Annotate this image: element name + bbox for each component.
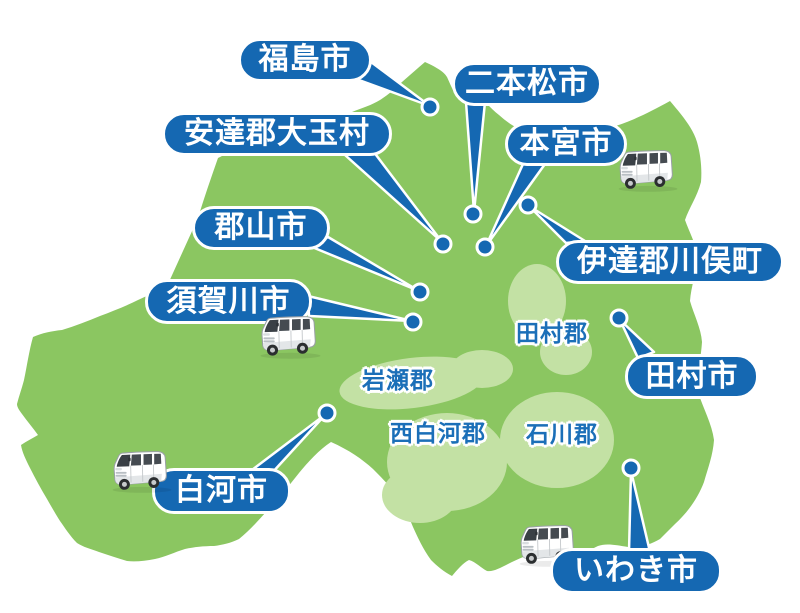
city-bubble-fukushima[interactable]: 福島市 [238, 38, 372, 82]
dot-tamura [609, 308, 629, 328]
dot-fukushima [420, 97, 440, 117]
delivery-van-icon [614, 147, 688, 194]
dot-sukagawa [403, 312, 423, 332]
delivery-van-icon [108, 448, 182, 495]
district-label-tamura-gun: 田村郡 [516, 321, 588, 347]
city-bubble-nihonmatsu[interactable]: 二本松市 [452, 62, 602, 106]
district-label-ishikawa-gun: 石川郡 [526, 422, 598, 448]
dot-motomiya [475, 237, 495, 257]
city-bubble-koriyama[interactable]: 郡山市 [192, 206, 330, 250]
city-bubble-shirakawa[interactable]: 白河市 [152, 468, 291, 514]
city-bubble-sukagawa[interactable]: 須賀川市 [145, 279, 312, 324]
dot-koriyama [410, 282, 430, 302]
city-bubble-tamura[interactable]: 田村市 [625, 354, 759, 399]
district-label-nishishirakawa-gun: 西白河郡 [390, 421, 486, 447]
dot-iwaki [621, 458, 641, 478]
district-label-iwase-gun: 岩瀬郡 [362, 368, 434, 394]
city-bubble-motomiya[interactable]: 本宮市 [505, 122, 627, 166]
dot-date-kawamata [518, 195, 538, 215]
city-bubble-date-kawamata[interactable]: 伊達郡川俣町 [556, 240, 784, 284]
dot-shirakawa [317, 403, 337, 423]
dot-adachi-otama [433, 234, 453, 254]
city-bubble-iwaki[interactable]: いわき市 [550, 548, 722, 594]
city-bubble-adachi-otama[interactable]: 安達郡大玉村 [162, 112, 392, 156]
city-markers [317, 97, 641, 478]
delivery-van-icon [256, 313, 331, 361]
district-areas [339, 264, 614, 523]
dot-nihonmatsu [463, 204, 483, 224]
